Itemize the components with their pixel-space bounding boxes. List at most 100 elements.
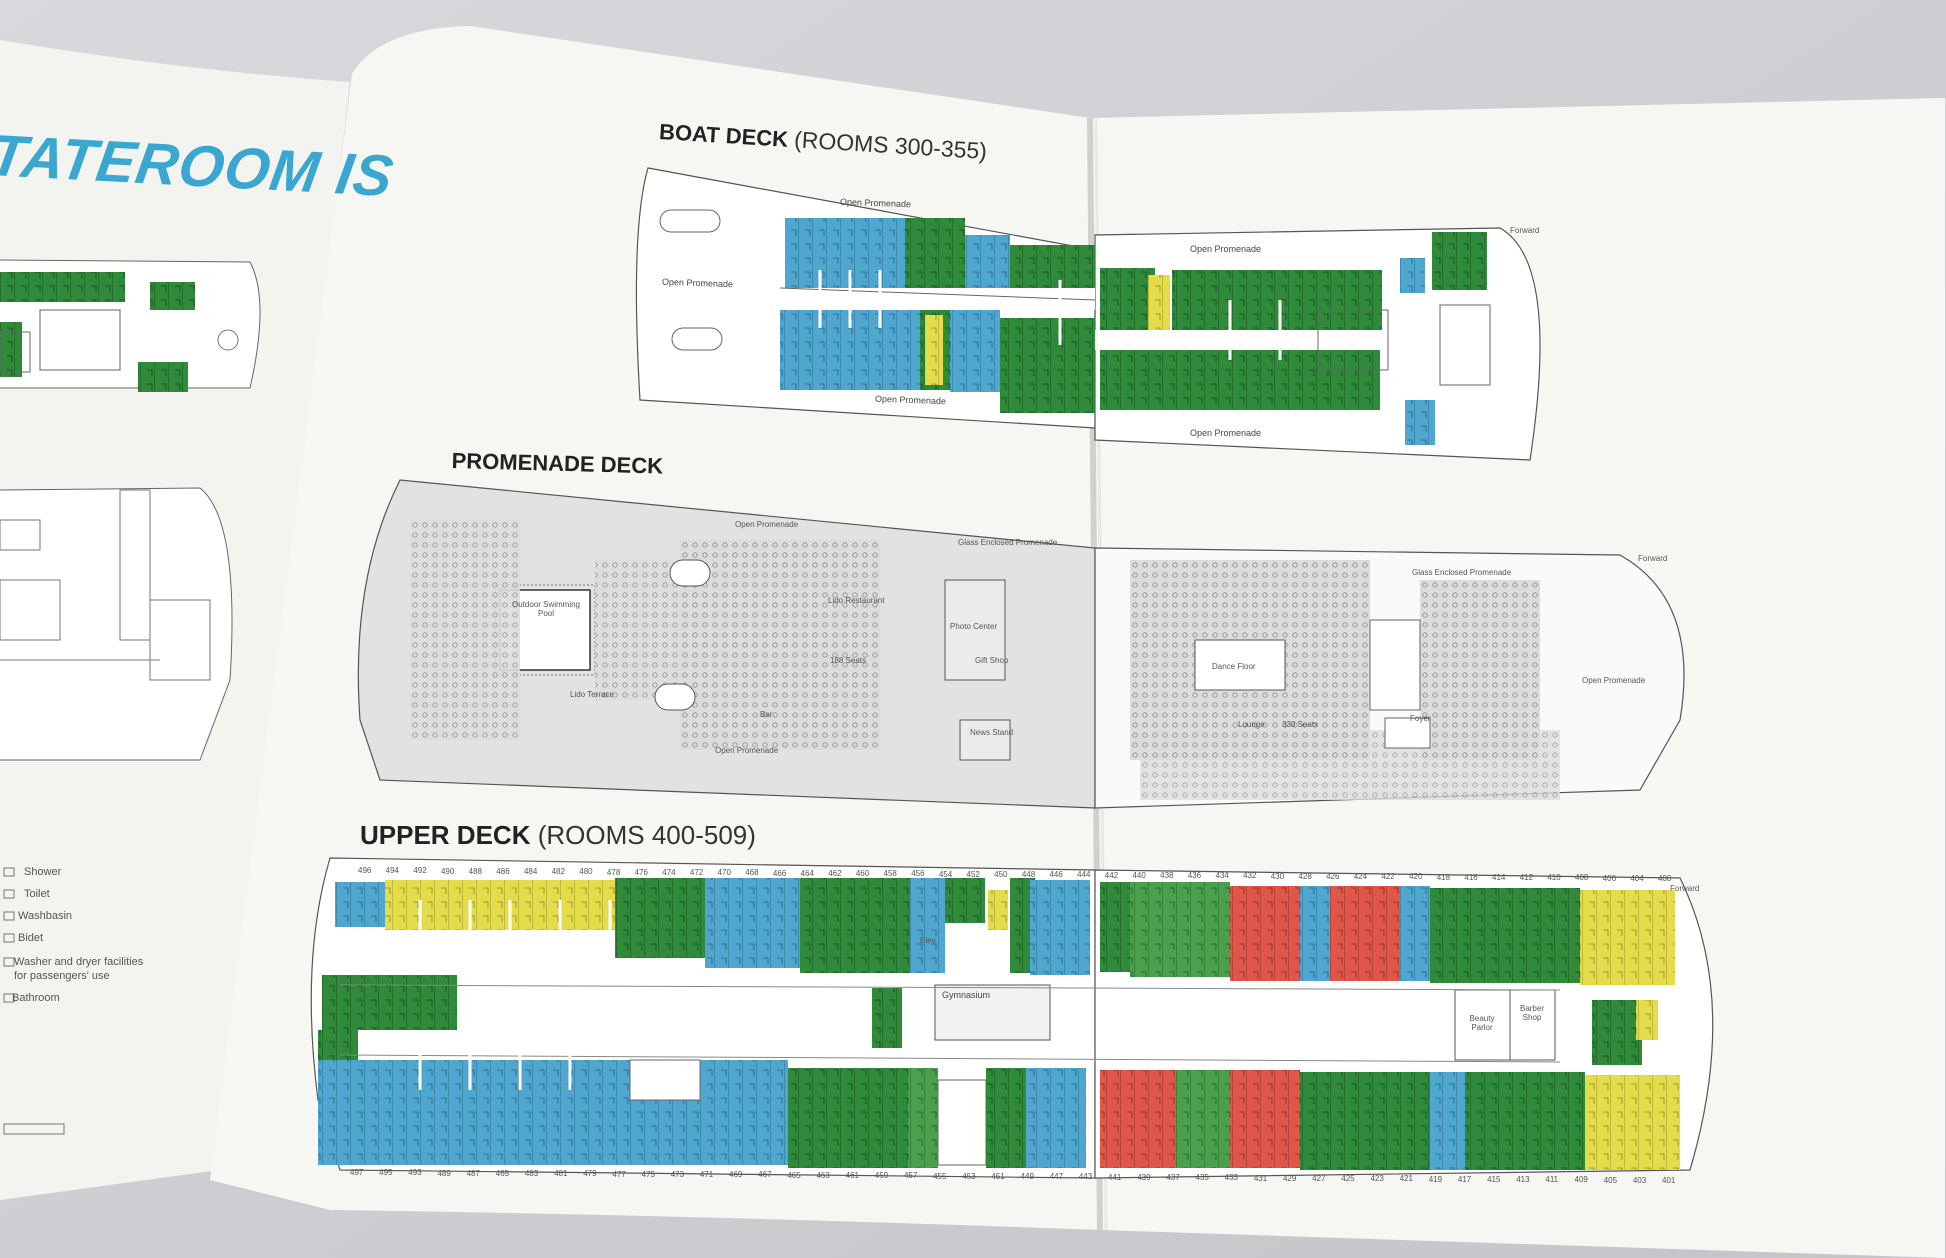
upper-top-room-number: 478 (606, 867, 621, 877)
upper-top-room-number: 422 (1381, 872, 1395, 882)
left-deck-plan-bottom (0, 487, 233, 761)
upper-bottom-room-number: 489 (437, 1168, 451, 1178)
upper-bottom-room-number: 433 (1224, 1173, 1239, 1183)
upper-top-room-number: 484 (523, 867, 538, 877)
upper-bottom-room-number: 479 (583, 1169, 597, 1179)
prom-label-330-seats: 330 Seats (1282, 720, 1319, 729)
upper-top-room-number: 488 (468, 866, 482, 876)
promenade-deck-plan (357, 479, 1685, 809)
upper-bottom-room-number: 493 (408, 1168, 422, 1178)
upper-top-room-number: 450 (994, 869, 1008, 879)
upper-bottom-room-number: 487 (466, 1168, 480, 1178)
prom-label-open-promenade-top: Open Promenade (735, 520, 799, 529)
legend-washer: Washer and dryer facilities (14, 956, 144, 968)
upper-top-room-number: 486 (496, 866, 510, 876)
upper-deck-rooms: (ROOMS 400-509) (537, 820, 756, 850)
upper-bottom-room-number: 457 (903, 1171, 918, 1181)
upper-top-room-number: 434 (1215, 871, 1229, 881)
upper-deck-title: UPPER DECK (ROOMS 400-509) (360, 820, 756, 851)
upper-bottom-room-number: 439 (1137, 1172, 1151, 1182)
legend-icons (3, 867, 65, 1135)
upper-bottom-room-number: 463 (816, 1170, 830, 1180)
upper-label-elev: Elev. (920, 936, 938, 945)
upper-bottom-room-number: 401 (1662, 1176, 1676, 1185)
upper-bottom-room-number: 409 (1574, 1175, 1588, 1185)
legend-washer-2: for passengers' use (14, 970, 110, 982)
prom-label-188-seats: 188 Seats (830, 656, 867, 665)
upper-top-room-number: 414 (1492, 872, 1506, 882)
upper-bottom-room-number: 465 (495, 1168, 510, 1178)
upper-bottom-room-number: 403 (1632, 1175, 1647, 1185)
upper-bottom-room-number: 481 (554, 1169, 568, 1179)
upper-bottom-room-number: 441 (1108, 1172, 1122, 1182)
upper-bottom-room-number: 453 (962, 1171, 976, 1181)
upper-top-room-number: 404 (1630, 873, 1644, 883)
upper-top-room-number: 418 (1436, 872, 1451, 882)
upper-bottom-room-number: 423 (1370, 1174, 1384, 1184)
upper-bottom-room-number: 461 (845, 1171, 859, 1181)
upper-bottom-room-number: 455 (933, 1171, 947, 1181)
prom-label-open-promenade-bottom: Open Promenade (715, 746, 779, 755)
prom-label-forward: Forward (1638, 554, 1668, 563)
upper-top-room-number: 480 (579, 867, 593, 877)
upper-top-room-number: 490 (440, 866, 455, 876)
upper-bottom-room-number: 415 (1487, 1174, 1501, 1184)
upper-top-room-number: 424 (1353, 872, 1368, 882)
upper-top-room-number: 400 (1658, 874, 1672, 883)
upper-top-room-number: 462 (828, 868, 842, 878)
legend-washbasin: Washbasin (18, 910, 73, 922)
prom-label-lounge: Lounge (1238, 720, 1265, 729)
prom-label-glass-enclosed-right: Glass Enclosed Promenade (1412, 568, 1512, 577)
promenade-deck-title: PROMENADE DECK (451, 448, 664, 479)
prom-label-photo-center: Photo Center (950, 622, 998, 631)
upper-label-gymnasium: Gymnasium (942, 990, 991, 1000)
upper-top-room-number: 496 (358, 866, 372, 875)
upper-top-room-number: 456 (911, 869, 925, 879)
upper-top-room-number: 408 (1575, 873, 1589, 883)
upper-top-room-number: 446 (1049, 870, 1063, 880)
upper-bottom-room-number: 449 (1020, 1172, 1034, 1182)
upper-bottom-room-number: 483 (524, 1169, 539, 1179)
boat-label-forward: Forward (1510, 226, 1540, 235)
upper-bottom-room-number: 405 (1603, 1175, 1618, 1185)
upper-top-room-number: 410 (1547, 873, 1561, 883)
upper-top-room-number: 454 (938, 869, 953, 879)
prom-label-foyer: Foyer (1410, 714, 1431, 723)
upper-top-room-number: 420 (1409, 872, 1423, 882)
legend-bidet: Bidet (18, 932, 44, 944)
upper-bottom-room-number: 467 (758, 1170, 772, 1180)
upper-bottom-room-number: 497 (350, 1168, 364, 1177)
upper-top-room-number: 476 (634, 867, 648, 877)
upper-top-room-number: 428 (1298, 871, 1312, 881)
upper-bottom-room-number: 413 (1516, 1175, 1530, 1185)
upper-deck-name: UPPER DECK (360, 820, 531, 850)
upper-bottom-room-number: 447 (1049, 1172, 1064, 1182)
upper-top-room-number: 448 (1021, 870, 1036, 880)
upper-bottom-room-number: 417 (1457, 1174, 1472, 1184)
upper-bottom-room-number: 443 (1078, 1172, 1093, 1182)
upper-bottom-room-number: 411 (1545, 1175, 1559, 1185)
upper-bottom-room-number: 469 (729, 1170, 743, 1180)
upper-top-room-number: 466 (772, 868, 787, 878)
upper-label-forward: Forward (1670, 884, 1700, 893)
upper-top-room-number: 494 (385, 866, 400, 876)
upper-top-room-number: 442 (1104, 870, 1119, 880)
upper-bottom-room-number: 437 (1166, 1172, 1180, 1182)
upper-bottom-room-number: 425 (1341, 1174, 1355, 1184)
upper-top-room-number: 468 (745, 868, 759, 878)
left-deck-plan-top (0, 259, 261, 392)
upper-bottom-room-number: 435 (1195, 1173, 1209, 1183)
boat-deck-plan (635, 167, 1541, 461)
upper-top-room-number: 452 (966, 869, 980, 879)
upper-top-room-number: 464 (800, 868, 814, 878)
upper-bottom-room-number: 429 (1282, 1173, 1297, 1183)
upper-top-room-number: 440 (1132, 870, 1146, 880)
upper-top-room-number: 412 (1519, 873, 1534, 883)
upper-top-room-number: 430 (1270, 871, 1285, 881)
boat-label-open-promenade-bottom-right: Open Promenade (1190, 428, 1262, 438)
upper-bottom-room-number: 471 (699, 1170, 714, 1180)
legend-toilet: Toilet (24, 888, 50, 900)
upper-bottom-room-number: 451 (991, 1171, 1005, 1181)
upper-bottom-room-number: 421 (1399, 1174, 1413, 1184)
